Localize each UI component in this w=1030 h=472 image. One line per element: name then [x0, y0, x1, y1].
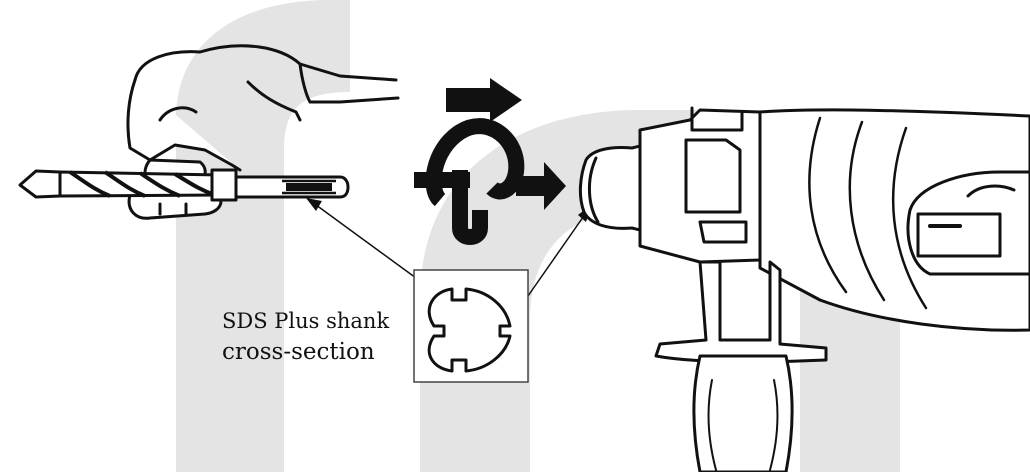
drill-bit-tip: [18, 169, 62, 199]
arrow-right-icon: [446, 78, 522, 122]
watermark-letter-left: [176, 0, 350, 472]
shank-caption: SDS Plus shank cross-section: [222, 306, 389, 368]
drill-chuck: [578, 144, 642, 232]
shank-cross-section-inset: [413, 269, 529, 383]
rotary-hammer-drill: [578, 106, 1030, 472]
drill-bit: [18, 168, 350, 202]
leader-line-shank: [311, 201, 417, 279]
shank-collar: [210, 168, 238, 202]
leader-lines: [306, 198, 592, 297]
cross-section-shape: [427, 287, 512, 373]
caption-line-2: cross-section: [222, 339, 375, 365]
leader-arrowhead-shank: [306, 198, 322, 211]
caption-line-1: SDS Plus shank: [222, 309, 390, 333]
rotation-arrow-icon: [414, 118, 566, 245]
leader-line-chuck: [527, 209, 589, 297]
